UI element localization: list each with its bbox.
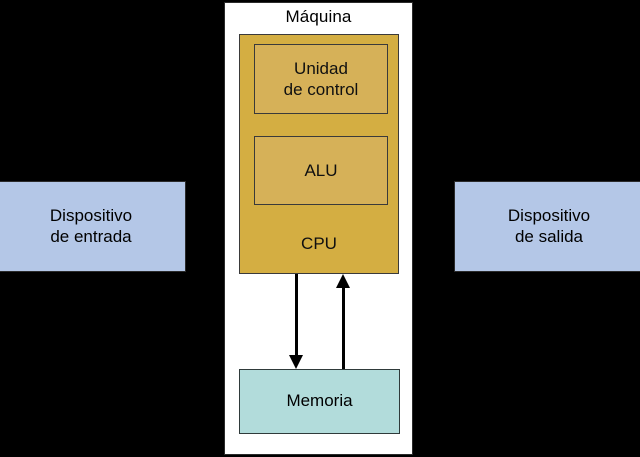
cpu-box: Unidad de control ALU CPU bbox=[239, 34, 399, 274]
cpu-to-memory-arrow-head-icon bbox=[289, 355, 303, 369]
control-unit-box: Unidad de control bbox=[254, 44, 388, 114]
input-device-label: Dispositivo de entrada bbox=[49, 205, 133, 246]
memory-label: Memoria bbox=[286, 391, 353, 411]
memory-box: Memoria bbox=[239, 369, 400, 434]
memory-to-cpu-arrow-head-icon bbox=[336, 274, 350, 288]
alu-label: ALU bbox=[304, 160, 338, 180]
output-device-label: Dispositivo de salida bbox=[507, 205, 591, 246]
input-device-box: Dispositivo de entrada bbox=[0, 181, 186, 272]
alu-box: ALU bbox=[254, 136, 388, 205]
cpu-to-memory-arrow-line bbox=[295, 274, 298, 359]
memory-to-cpu-arrow-line bbox=[342, 288, 345, 370]
machine-label: Máquina bbox=[285, 7, 352, 26]
output-device-box: Dispositivo de salida bbox=[454, 181, 640, 272]
control-unit-label: Unidad de control bbox=[283, 58, 359, 99]
cpu-label: CPU bbox=[301, 234, 337, 254]
